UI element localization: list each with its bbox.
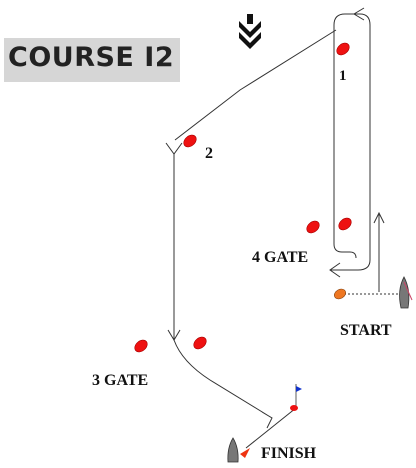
- mark-1-label: 1: [339, 68, 347, 84]
- start-label: START: [340, 322, 392, 339]
- finish-line: [245, 407, 297, 449]
- finish-label: FINISH: [261, 445, 317, 462]
- mark-2: [183, 134, 197, 148]
- gate-3-right-mark: [193, 336, 207, 350]
- course-leg-3-to-finish: [173, 339, 273, 429]
- gate-3-left-mark: [134, 339, 148, 353]
- course-leg-loop-outer: [329, 13, 371, 278]
- course-leg-2-to-3: [167, 154, 181, 341]
- start-pin-mark: [334, 288, 346, 300]
- gate-3-label: 3 GATE: [92, 372, 149, 389]
- mark-1: [336, 42, 350, 56]
- gate-4-label: 4 GATE: [252, 249, 309, 266]
- finish-committee-boat-icon: [227, 437, 250, 463]
- mark-2-label: 2: [205, 145, 213, 162]
- wind-direction-chevrons-icon: [239, 14, 261, 49]
- committee-boat-icon: [399, 276, 413, 309]
- title-box: [4, 38, 180, 82]
- blue-flag-icon: [290, 384, 302, 411]
- course-leg-start-to-1: [373, 211, 385, 292]
- course-title: COURSE I2: [8, 42, 175, 73]
- gate-4-right-mark: [338, 217, 352, 231]
- gate-4-left-mark: [306, 220, 320, 234]
